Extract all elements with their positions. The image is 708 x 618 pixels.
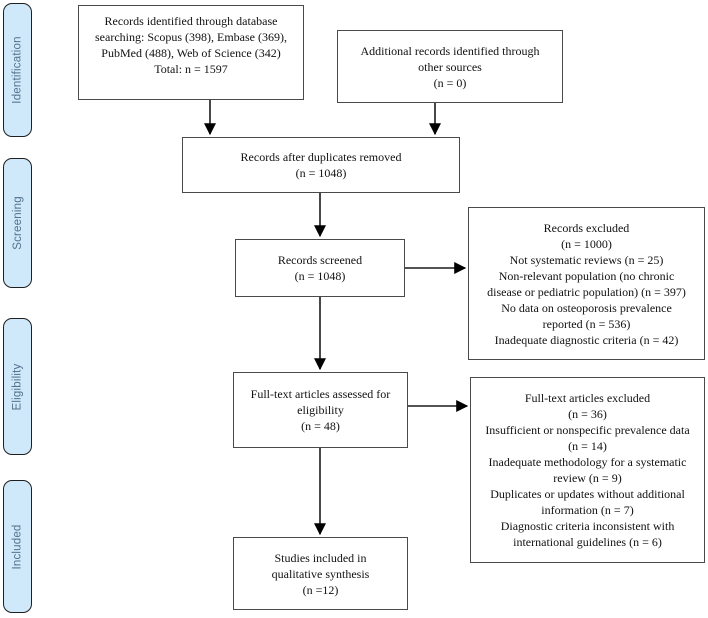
stage-label-screening: Screening bbox=[3, 158, 32, 288]
box-duplicates-removed: Records after duplicates removed (n = 10… bbox=[182, 137, 460, 193]
text-line: Duplicates or updates without additional bbox=[490, 487, 685, 501]
text-line: Records screened bbox=[277, 253, 363, 267]
text-line: Non-relevant population (no chronic bbox=[498, 268, 675, 283]
text-line: Additional records identified through bbox=[360, 43, 540, 58]
text-line: (n = 36) bbox=[568, 407, 607, 421]
text-line: Records excluded bbox=[543, 220, 630, 235]
stage-label-identification: Identification bbox=[3, 3, 32, 137]
box-records-excluded: Records excluded (n = 1000) Not systemat… bbox=[468, 207, 705, 360]
text-line: information (n = 7) bbox=[541, 503, 634, 517]
text-line: (n = 0) bbox=[433, 75, 467, 90]
text-line: (n = 1048) bbox=[295, 166, 347, 180]
text-line: Not systematic reviews (n = 25) bbox=[509, 252, 664, 267]
text-line: Inadequate diagnostic criteria (n = 42) bbox=[494, 332, 679, 347]
text-line: Records after duplicates removed bbox=[240, 150, 402, 164]
text-line: (n = 14) bbox=[568, 439, 607, 453]
text-line: review (n = 9) bbox=[553, 471, 622, 485]
text-line: (n =12) bbox=[302, 582, 339, 597]
text-line: searching: Scopus (398), Embase (369), bbox=[95, 30, 287, 44]
stage-label-text: Screening bbox=[11, 196, 24, 250]
text-line: PubMed (488), Web of Science (342) bbox=[101, 46, 281, 60]
box-studies-included: Studies included in qualitative synthesi… bbox=[233, 537, 408, 610]
text-line: reported (n = 536) bbox=[542, 316, 631, 331]
text-line: (n = 48) bbox=[301, 419, 340, 433]
text-line: Total: n = 1597 bbox=[154, 62, 228, 76]
stage-label-text: Eligibility bbox=[11, 363, 24, 410]
box-fulltext-assessed: Full-text articles assessed for eligibil… bbox=[233, 372, 408, 448]
text-line: international guidelines (n = 6) bbox=[513, 535, 662, 549]
text-line: Full-text articles excluded bbox=[524, 391, 651, 405]
text-line: (n = 1048) bbox=[294, 269, 346, 283]
box-records-screened: Records screened (n = 1048) bbox=[235, 239, 405, 297]
stage-label-text: Identification bbox=[11, 36, 24, 104]
text-line: disease or pediatric population) (n = 39… bbox=[487, 284, 686, 299]
text-line: (n = 1000) bbox=[561, 236, 612, 251]
box-fulltext-excluded: Full-text articles excluded (n = 36) Ins… bbox=[470, 377, 705, 563]
text-line: No data on osteoporosis prevalence bbox=[501, 300, 672, 315]
box-other-sources: Additional records identified through ot… bbox=[337, 30, 563, 103]
text-line: qualitative synthesis bbox=[271, 566, 370, 581]
text-line: Inadequate methodology for a systematic bbox=[488, 455, 687, 469]
stage-label-eligibility: Eligibility bbox=[3, 318, 32, 455]
text-line: Studies included in bbox=[274, 550, 367, 565]
text-line: Records identified through database bbox=[104, 14, 278, 28]
stage-label-text: Included bbox=[11, 523, 24, 570]
text-line: eligibility bbox=[297, 403, 344, 417]
text-line: other sources bbox=[418, 59, 482, 74]
text-line: Insufficient or nonspecific prevalence d… bbox=[485, 423, 690, 437]
box-records-identified: Records identified through database sear… bbox=[78, 5, 304, 100]
stage-label-included: Included bbox=[3, 480, 32, 613]
text-line: Full-text articles assessed for bbox=[250, 387, 391, 401]
text-line: Diagnostic criteria inconsistent with bbox=[500, 519, 675, 533]
